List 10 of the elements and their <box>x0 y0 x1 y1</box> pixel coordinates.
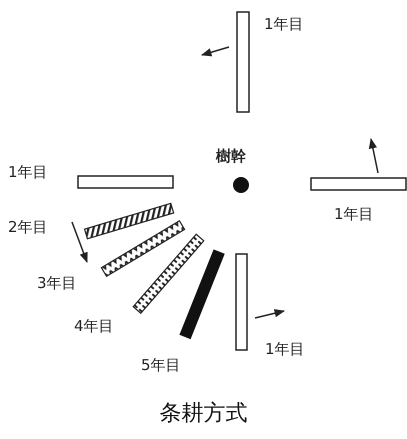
year-label: 3年目 <box>37 276 77 291</box>
year-label: 2年目 <box>8 220 48 235</box>
year-label: 1年目 <box>8 165 48 180</box>
year-label: 5年目 <box>141 358 181 373</box>
trunk-label: 樹幹 <box>216 149 246 164</box>
year-label: 1年目 <box>264 17 304 32</box>
year-label: 4年目 <box>74 319 114 334</box>
year-label: 1年目 <box>265 342 305 357</box>
year-label: 1年目 <box>334 207 374 222</box>
caption: 条耕方式 <box>160 400 248 428</box>
